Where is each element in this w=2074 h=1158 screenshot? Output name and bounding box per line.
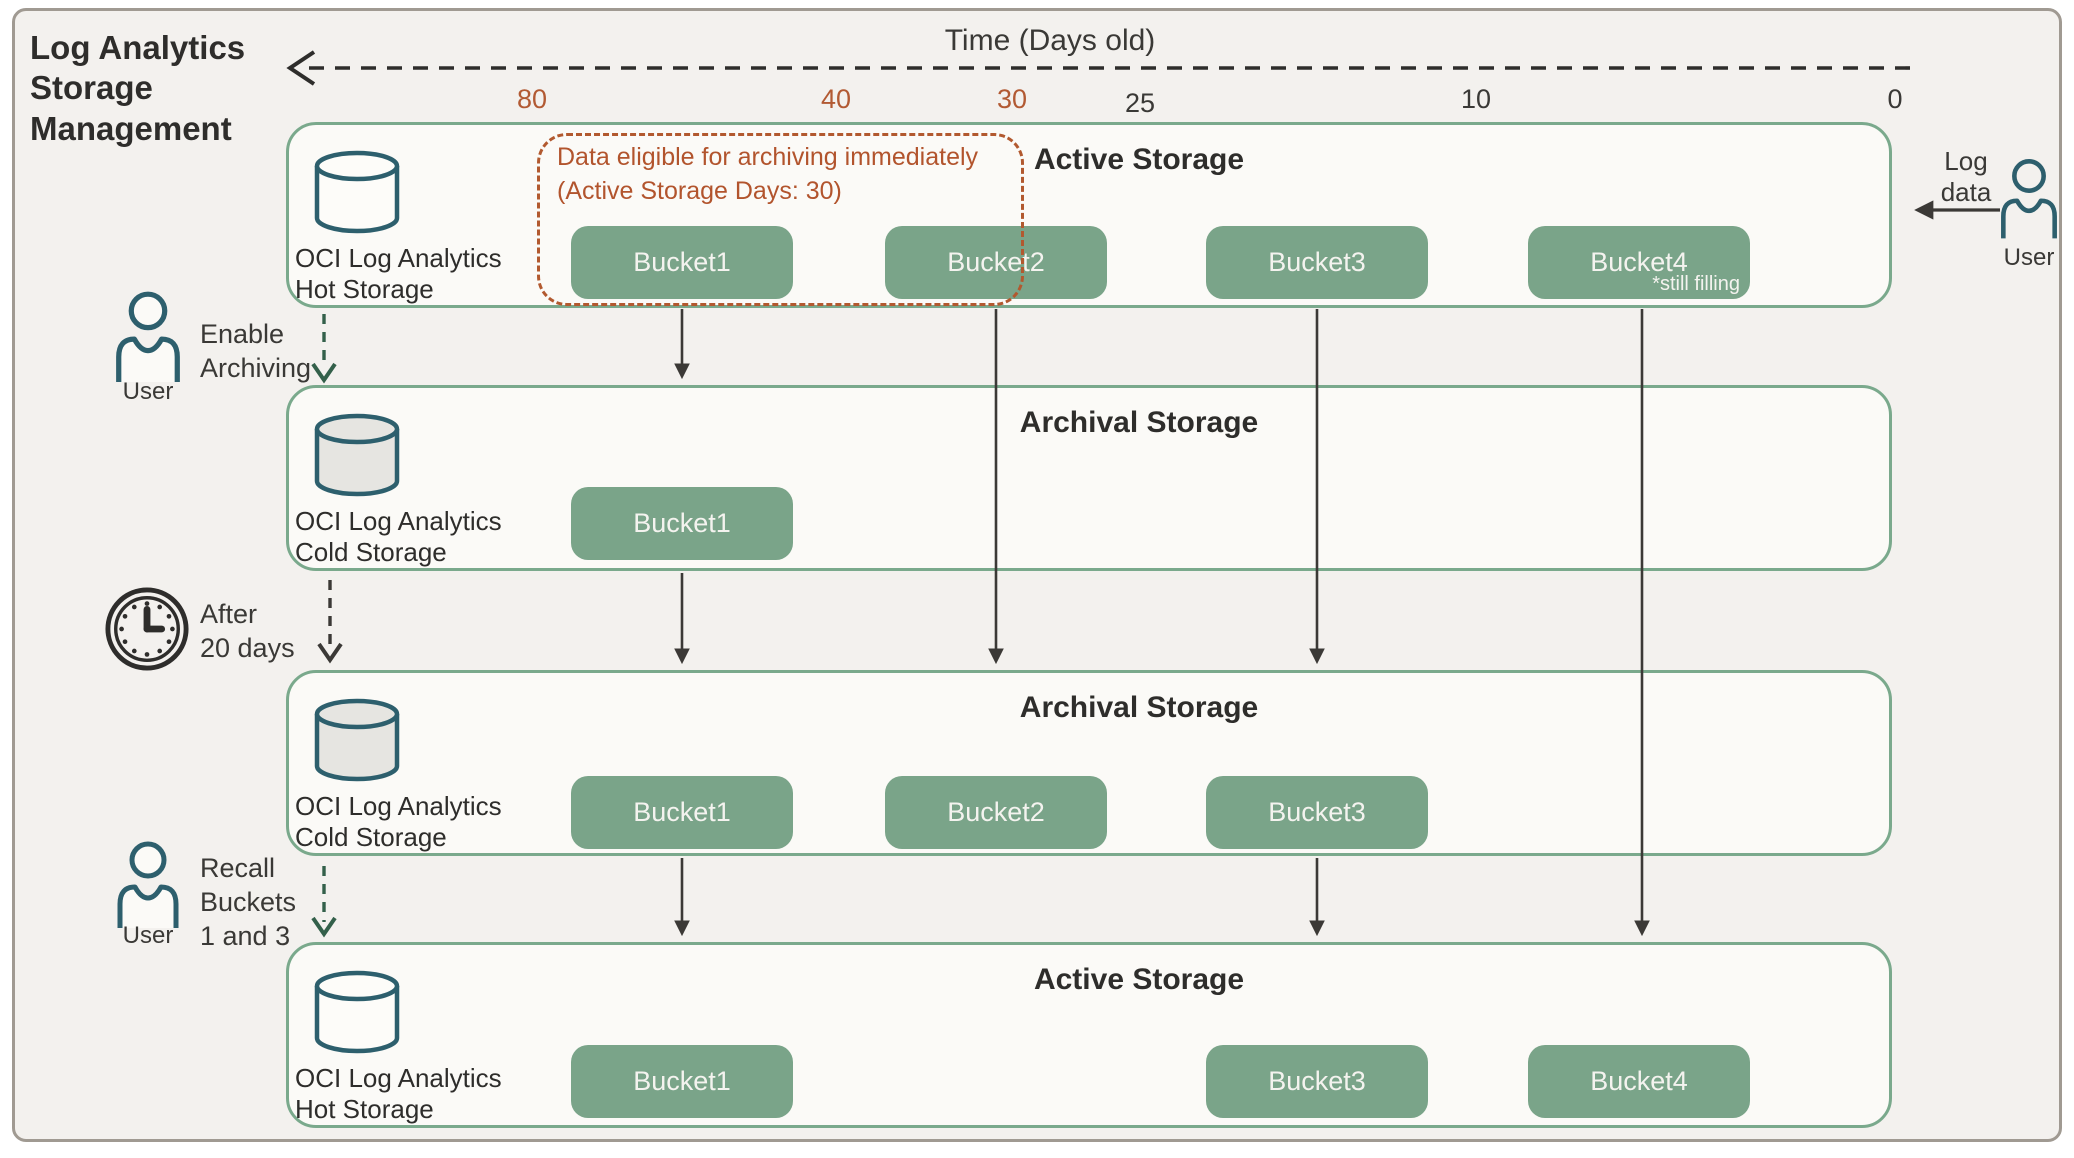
panel-title: Active Storage <box>1033 963 1245 996</box>
time-tick-80: 80 <box>516 84 548 114</box>
bucket1-active-bottom: Bucket1 <box>571 1045 793 1118</box>
user-icon <box>116 291 180 382</box>
cold-storage-cylinder-icon <box>314 698 400 782</box>
bucket4-still-filling-note: *still filling <box>1652 273 1740 295</box>
bucket-label: Bucket3 <box>1268 1066 1366 1096</box>
bucket-label: Bucket3 <box>1268 797 1366 827</box>
bucket3-active-bottom: Bucket3 <box>1206 1045 1428 1118</box>
bucket-label: Bucket2 <box>947 247 1045 277</box>
recall-buckets-label: Recall Buckets 1 and 3 <box>200 853 297 951</box>
panel-archival-storage-first: Archival Storage OCI Log Analytics Cold … <box>286 385 1892 571</box>
user-icon <box>117 841 179 928</box>
panel-title: Active Storage <box>1033 143 1245 176</box>
bucket-label: Bucket4 <box>1590 1066 1688 1096</box>
bucket4-active-bottom: Bucket4 <box>1528 1045 1750 1118</box>
enable-archiving-label: Enable Archiving <box>200 319 312 383</box>
storage-label: OCI Log Analytics Cold Storage <box>295 506 502 567</box>
after-20-days-label: After 20 days <box>200 599 295 663</box>
bucket4-active-top: Bucket4 *still filling <box>1528 226 1750 299</box>
bucket-label: Bucket1 <box>633 1066 731 1096</box>
bucket1-active-top: Bucket1 <box>571 226 793 299</box>
hot-storage-cylinder-icon <box>314 970 400 1054</box>
cold-storage-cylinder-icon <box>314 413 400 497</box>
bucket-label: Bucket2 <box>947 797 1045 827</box>
storage-label: OCI Log Analytics Hot Storage <box>295 243 502 304</box>
bucket-label: Bucket3 <box>1268 247 1366 277</box>
time-tick-30: 30 <box>996 84 1028 114</box>
bucket-label: Bucket4 <box>1590 247 1688 277</box>
bucket1-archival-second: Bucket1 <box>571 776 793 849</box>
storage-label: OCI Log Analytics Hot Storage <box>295 1063 502 1124</box>
time-axis-label: Time (Days old) <box>944 24 1156 57</box>
bucket3-active-top: Bucket3 <box>1206 226 1428 299</box>
time-tick-0: 0 <box>1887 84 1903 114</box>
bucket2-archival-second: Bucket2 <box>885 776 1107 849</box>
user-label: User <box>122 922 174 949</box>
page-title: Log Analytics Storage Management <box>30 29 246 147</box>
time-tick-40: 40 <box>820 84 852 114</box>
bucket-label: Bucket1 <box>633 797 731 827</box>
bucket-label: Bucket1 <box>633 508 731 538</box>
bucket-label: Bucket1 <box>633 247 731 277</box>
bucket3-archival-second: Bucket3 <box>1206 776 1428 849</box>
time-tick-10: 10 <box>1460 84 1492 114</box>
archiving-eligible-annotation-box <box>537 133 1024 306</box>
user-label: User <box>122 378 174 405</box>
archiving-eligible-annotation-text: Data eligible for archiving immediately … <box>557 143 979 205</box>
storage-label: OCI Log Analytics Cold Storage <box>295 791 502 852</box>
time-tick-25: 25 <box>1124 88 1156 118</box>
bucket1-archival-first: Bucket1 <box>571 487 793 560</box>
user-label: User <box>2003 244 2055 271</box>
hot-storage-cylinder-icon <box>314 150 400 234</box>
user-icon <box>2001 159 2057 239</box>
clock-icon <box>105 587 189 671</box>
panel-title: Archival Storage <box>1019 406 1259 439</box>
log-data-label: Log data <box>1940 146 1992 208</box>
panel-title: Archival Storage <box>1019 691 1259 724</box>
